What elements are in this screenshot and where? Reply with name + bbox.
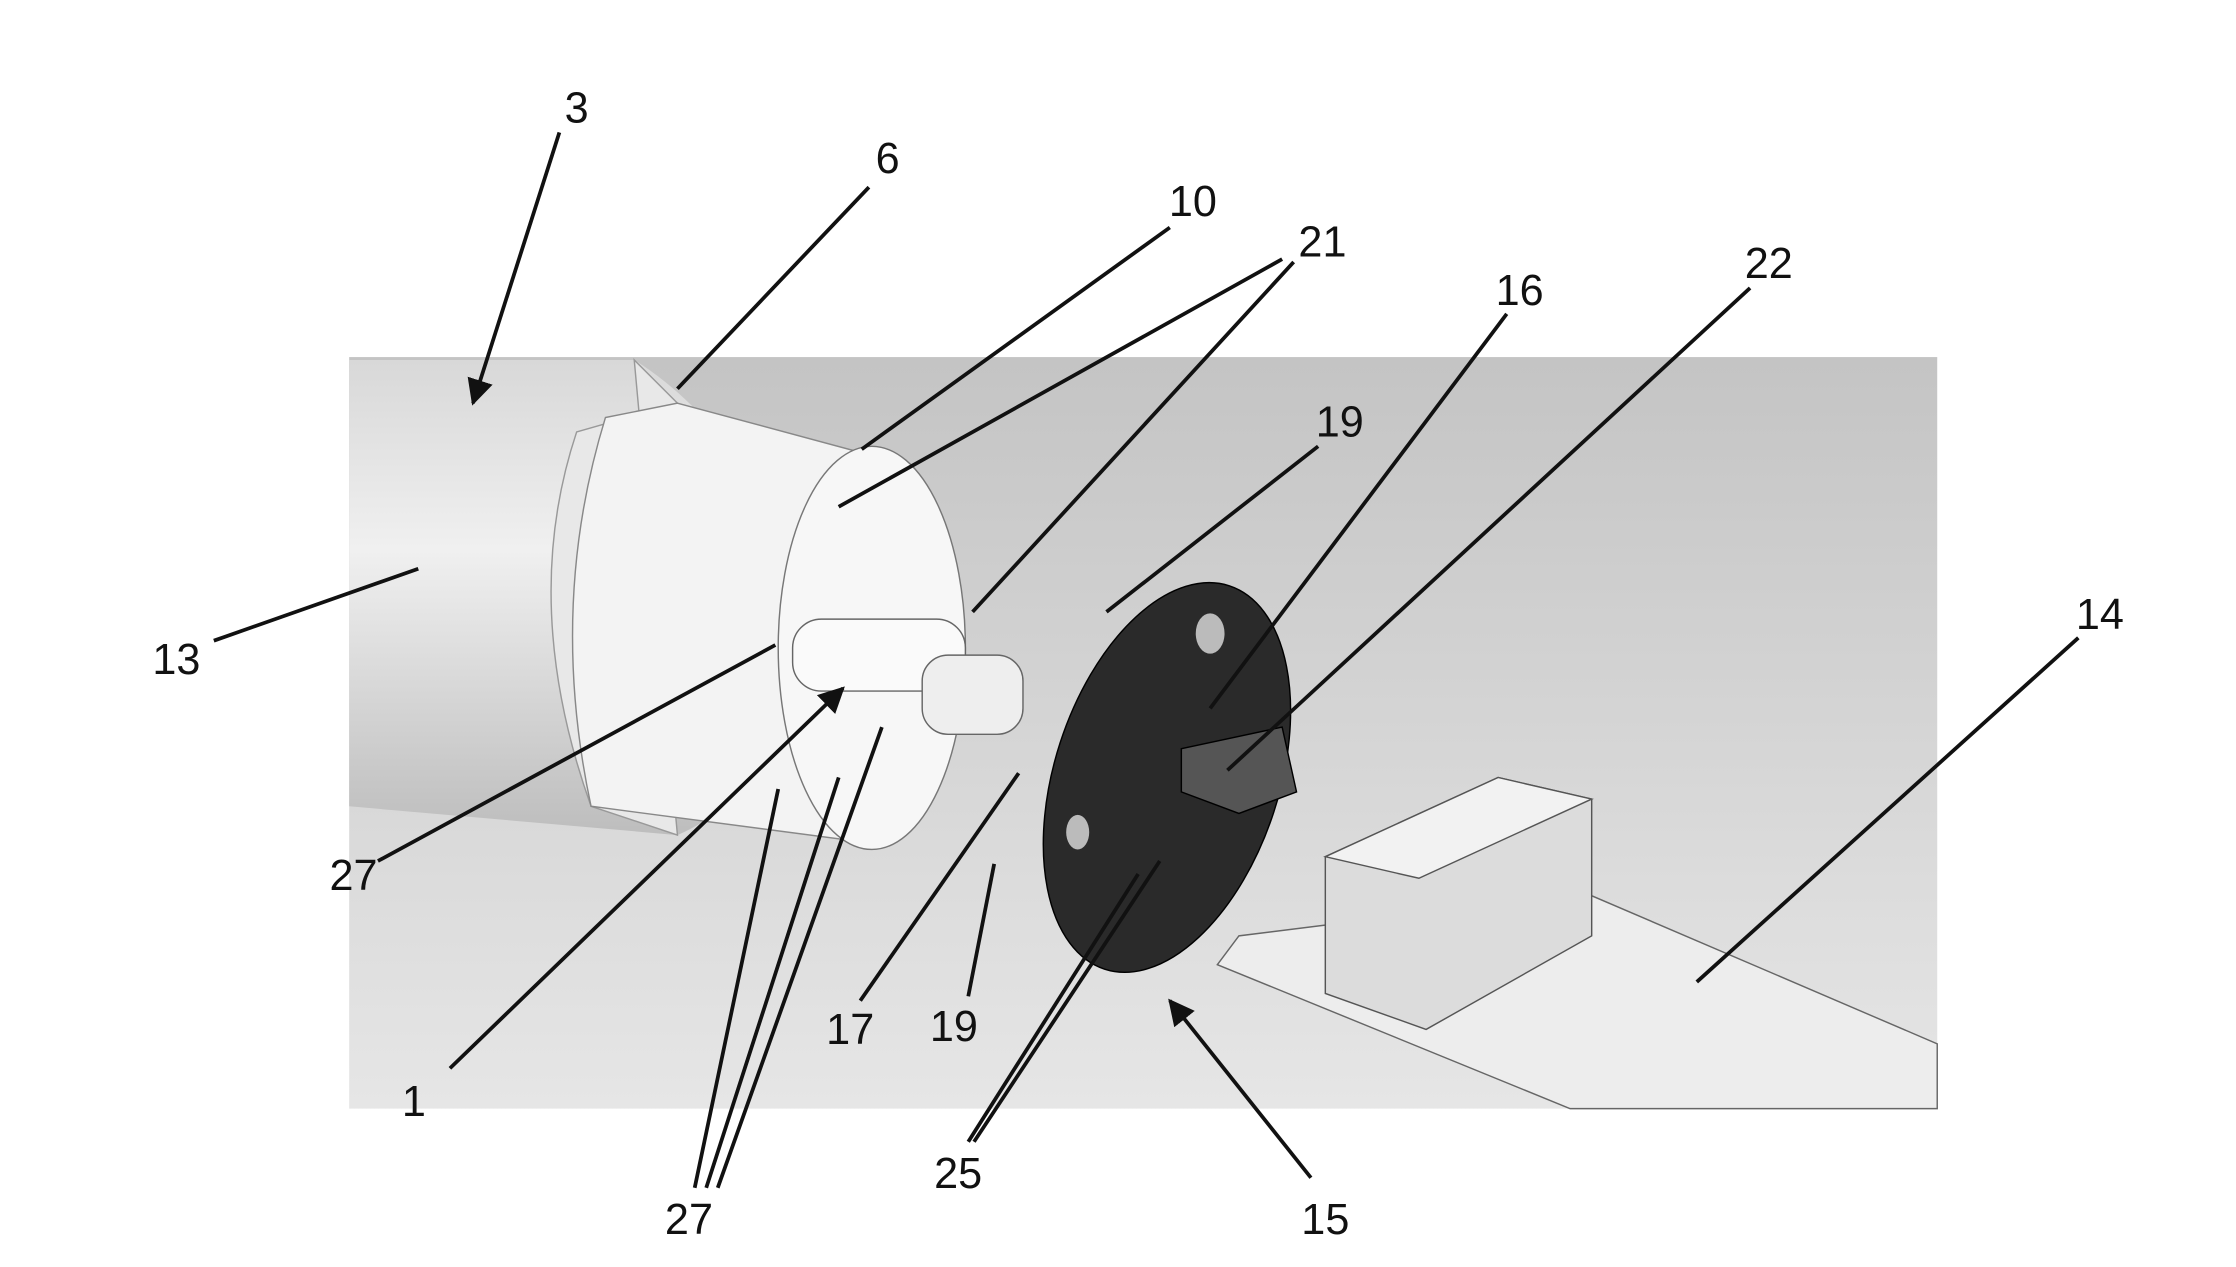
label-13: 13 [152, 636, 200, 684]
label-14: 14 [2076, 591, 2124, 639]
label-27-left: 27 [329, 852, 377, 900]
label-19-bottom: 19 [930, 1003, 978, 1051]
motor-tube [349, 358, 1024, 851]
label-6: 6 [876, 135, 900, 183]
label-25: 25 [934, 1150, 982, 1198]
label-1: 1 [402, 1078, 426, 1126]
label-27-bottom: 27 [665, 1196, 713, 1244]
label-10: 10 [1169, 178, 1217, 226]
label-16: 16 [1496, 267, 1544, 315]
label-3: 3 [565, 84, 589, 132]
label-21: 21 [1298, 218, 1346, 266]
connector-disc [1042, 581, 1298, 974]
label-22: 22 [1745, 240, 1793, 288]
label-19-top: 19 [1316, 398, 1364, 446]
leader-lines [213, 131, 2080, 1189]
circuit-board [1216, 776, 1938, 1110]
label-15: 15 [1301, 1196, 1349, 1244]
label-17: 17 [826, 1006, 874, 1054]
